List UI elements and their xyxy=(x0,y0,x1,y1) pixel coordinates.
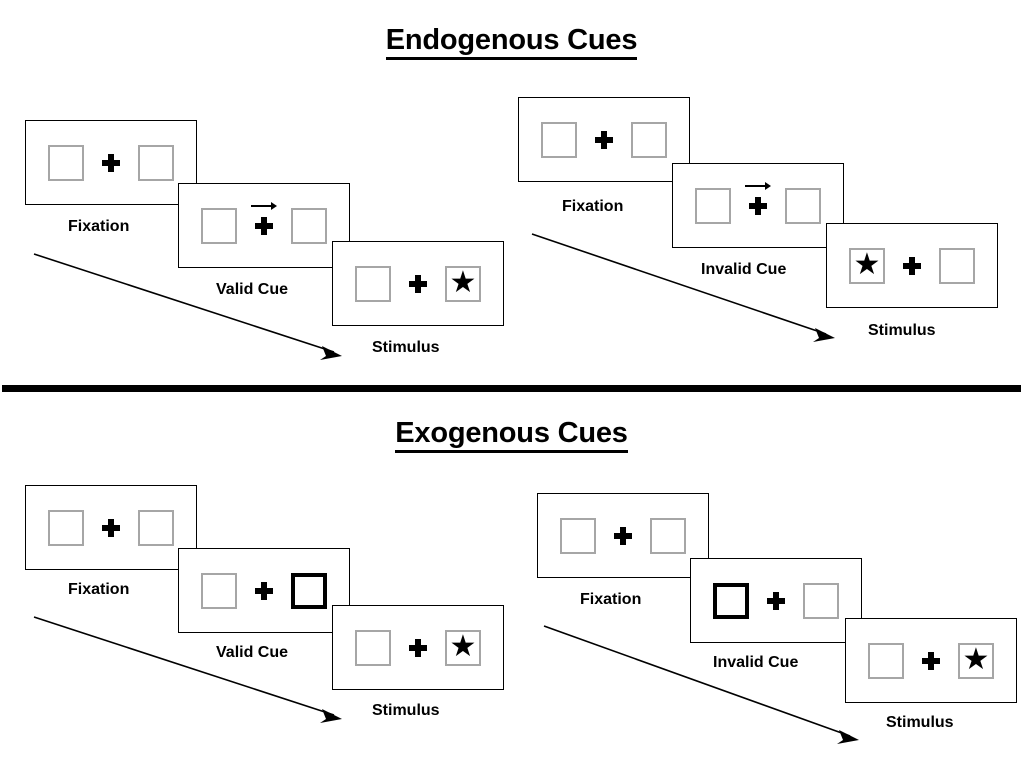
panel-endogenous-invalid-fixation xyxy=(518,97,690,182)
fixation-group xyxy=(255,581,273,600)
caption-endogenous-valid-cue: Valid Cue xyxy=(216,281,289,298)
fixation-plus-icon xyxy=(767,591,785,610)
left-box xyxy=(695,187,731,224)
panel-exogenous-invalid-cue xyxy=(690,558,862,643)
right-box xyxy=(650,517,686,554)
panel-endogenous-valid-cue xyxy=(178,183,350,268)
fixation-group xyxy=(903,256,921,275)
right-box xyxy=(138,509,174,546)
section-title-endogenous-text: Endogenous Cues xyxy=(385,24,637,60)
left-box xyxy=(541,121,577,158)
left-box xyxy=(48,144,84,181)
section-title-exogenous: Exogenous Cues xyxy=(0,417,1023,453)
display-field: ★ xyxy=(355,265,481,302)
fixation-plus-icon xyxy=(102,518,120,537)
section-divider xyxy=(2,385,1021,392)
left-box xyxy=(355,265,391,302)
caption-endogenous-valid-stimulus: Stimulus xyxy=(372,339,440,356)
right-box xyxy=(138,144,174,181)
right-box xyxy=(803,582,839,619)
fixation-group xyxy=(251,202,277,235)
star-icon: ★ xyxy=(449,265,477,299)
panel-endogenous-invalid-stimulus: ★ xyxy=(826,223,998,308)
left-box-cued xyxy=(713,582,749,619)
right-box-cued xyxy=(291,572,327,609)
right-box: ★ xyxy=(958,642,994,679)
display-field xyxy=(201,572,327,609)
section-title-exogenous-text: Exogenous Cues xyxy=(395,417,628,453)
left-box xyxy=(868,642,904,679)
right-arrow-cue-icon xyxy=(745,182,771,191)
fixation-plus-icon xyxy=(255,581,273,600)
fixation-plus-icon xyxy=(102,153,120,172)
right-box: ★ xyxy=(445,629,481,666)
panel-exogenous-valid-stimulus: ★ xyxy=(332,605,504,690)
caption-endogenous-invalid-fixation: Fixation xyxy=(562,198,624,215)
caption-endogenous-invalid-stimulus: Stimulus xyxy=(868,322,936,339)
panel-endogenous-invalid-cue xyxy=(672,163,844,248)
fixation-plus-icon xyxy=(614,526,632,545)
fixation-group xyxy=(595,130,613,149)
fixation-group xyxy=(102,153,120,172)
display-field: ★ xyxy=(849,247,975,284)
display-field: ★ xyxy=(868,642,994,679)
fixation-plus-icon xyxy=(749,196,767,215)
panel-exogenous-valid-cue xyxy=(178,548,350,633)
caption-exogenous-valid-stimulus: Stimulus xyxy=(372,702,440,719)
caption-endogenous-valid-fixation: Fixation xyxy=(68,218,130,235)
left-box xyxy=(355,629,391,666)
left-box: ★ xyxy=(849,247,885,284)
right-arrow-cue-icon xyxy=(251,202,277,211)
right-box xyxy=(785,187,821,224)
star-icon: ★ xyxy=(449,629,477,663)
fixation-plus-icon xyxy=(409,274,427,293)
panel-exogenous-invalid-fixation xyxy=(537,493,709,578)
left-box xyxy=(201,572,237,609)
caption-exogenous-valid-fixation: Fixation xyxy=(68,581,130,598)
left-box xyxy=(48,509,84,546)
caption-exogenous-invalid-stimulus: Stimulus xyxy=(886,714,954,731)
caption-exogenous-valid-cue: Valid Cue xyxy=(216,644,289,661)
caption-endogenous-invalid-cue: Invalid Cue xyxy=(701,261,787,278)
right-box xyxy=(631,121,667,158)
fixation-plus-icon xyxy=(903,256,921,275)
caption-exogenous-invalid-cue: Invalid Cue xyxy=(713,654,799,671)
panel-endogenous-valid-fixation xyxy=(25,120,197,205)
fixation-group xyxy=(745,182,771,215)
star-icon: ★ xyxy=(853,247,881,281)
display-field: ★ xyxy=(355,629,481,666)
left-box xyxy=(560,517,596,554)
section-title-endogenous: Endogenous Cues xyxy=(0,24,1023,60)
display-field xyxy=(713,582,839,619)
fixation-plus-icon xyxy=(255,216,273,235)
fixation-plus-icon xyxy=(595,130,613,149)
left-box xyxy=(201,207,237,244)
caption-exogenous-invalid-fixation: Fixation xyxy=(580,591,642,608)
display-field xyxy=(541,121,667,158)
display-field xyxy=(48,509,174,546)
fixation-group xyxy=(102,518,120,537)
display-field xyxy=(201,202,327,244)
fixation-group xyxy=(767,591,785,610)
fixation-group xyxy=(922,651,940,670)
fixation-plus-icon xyxy=(409,638,427,657)
display-field xyxy=(560,517,686,554)
right-box xyxy=(939,247,975,284)
display-field xyxy=(695,182,821,224)
right-box: ★ xyxy=(445,265,481,302)
panel-exogenous-valid-fixation xyxy=(25,485,197,570)
star-icon: ★ xyxy=(962,642,990,676)
display-field xyxy=(48,144,174,181)
panel-endogenous-valid-stimulus: ★ xyxy=(332,241,504,326)
fixation-group xyxy=(409,274,427,293)
right-box xyxy=(291,207,327,244)
fixation-group xyxy=(409,638,427,657)
panel-exogenous-invalid-stimulus: ★ xyxy=(845,618,1017,703)
fixation-plus-icon xyxy=(922,651,940,670)
fixation-group xyxy=(614,526,632,545)
